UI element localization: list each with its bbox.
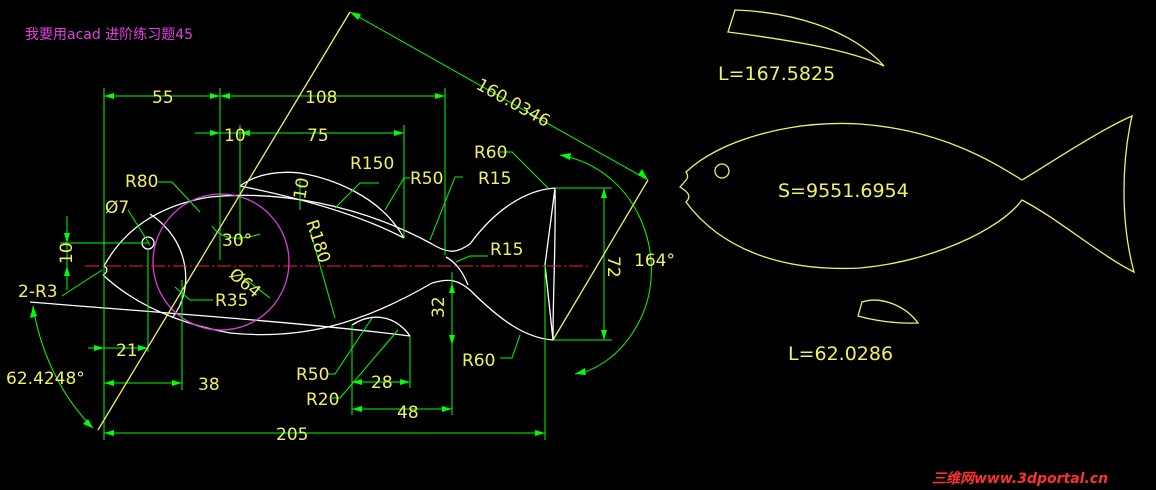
bottom-fin-shape bbox=[857, 299, 920, 324]
fish-outline bbox=[29, 171, 556, 341]
dim-2r3: 2-R3 bbox=[18, 282, 58, 302]
dim-38: 38 bbox=[198, 375, 220, 395]
dim-28: 28 bbox=[371, 373, 393, 393]
dim-r20: R20 bbox=[306, 390, 339, 410]
bottom-fin-length: L=62.0286 bbox=[788, 343, 893, 365]
dim-108: 108 bbox=[305, 88, 337, 108]
dim-r180: R180 bbox=[301, 217, 334, 265]
dimension-texts: 55 108 10 75 160.0346 R80 R150 R50 R60 R… bbox=[6, 75, 675, 445]
dim-d7: Ø7 bbox=[105, 198, 129, 218]
dim-r50-top: R50 bbox=[410, 169, 443, 189]
dimension-lines bbox=[32, 11, 652, 440]
construction-circle bbox=[152, 193, 290, 331]
dim-10-rot: 10 bbox=[290, 176, 313, 201]
dim-30deg: 30° bbox=[222, 231, 252, 251]
dim-10-left: 10 bbox=[57, 242, 77, 264]
fish-area: S=9551.6954 bbox=[778, 180, 909, 202]
dim-160: 160.0346 bbox=[473, 75, 554, 132]
top-fin-length: L=167.5825 bbox=[718, 63, 835, 85]
fish-eye bbox=[714, 163, 730, 179]
dimension-arrows bbox=[30, 12, 648, 436]
watermark: 三维网www.3dportal.cn bbox=[932, 470, 1108, 487]
top-fin-shape bbox=[727, 9, 885, 67]
dim-62-angle: 62.4248° bbox=[6, 369, 85, 389]
dim-164deg: 164° bbox=[634, 251, 675, 271]
fish-silhouette bbox=[679, 114, 1136, 274]
dim-48: 48 bbox=[397, 403, 419, 423]
dim-32: 32 bbox=[429, 296, 449, 318]
dim-10-top: 10 bbox=[224, 126, 246, 146]
drawing-title: 我要用acad 进阶练习题45 bbox=[25, 27, 193, 43]
dim-205: 205 bbox=[276, 425, 308, 445]
dim-r50-bottom: R50 bbox=[296, 365, 329, 385]
dim-r15-bottom: R15 bbox=[490, 240, 523, 260]
dim-r15-top: R15 bbox=[478, 169, 511, 189]
dim-r35: R35 bbox=[215, 291, 248, 311]
dim-r80: R80 bbox=[125, 172, 158, 192]
dim-r60-top: R60 bbox=[474, 143, 507, 163]
dim-21: 21 bbox=[116, 341, 138, 361]
dim-55: 55 bbox=[152, 88, 174, 108]
dim-r60-bottom: R60 bbox=[462, 351, 495, 371]
dim-72: 72 bbox=[603, 256, 623, 278]
dim-r150: R150 bbox=[350, 154, 394, 174]
dim-75: 75 bbox=[307, 126, 329, 146]
